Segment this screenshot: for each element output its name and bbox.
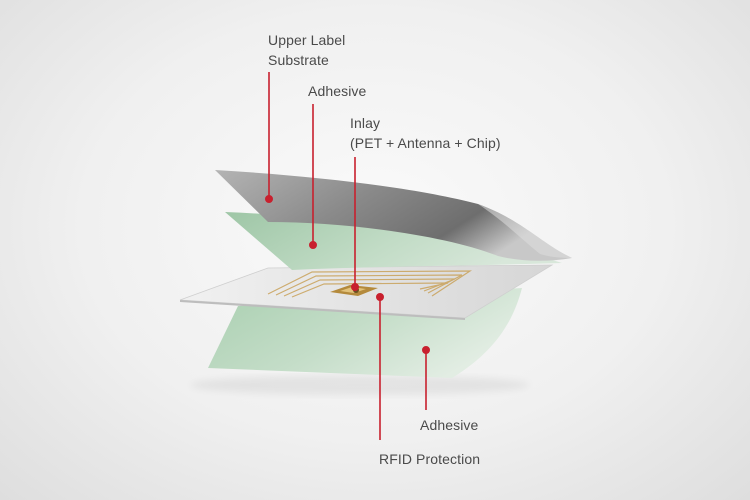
label-adhesive-bottom: Adhesive [420, 417, 479, 433]
label-inlay-line1: Inlay [350, 115, 381, 131]
antenna-traces [267, 270, 473, 298]
leader-dot-adhesive-top [308, 241, 317, 250]
stack-shadow [190, 375, 530, 395]
substrate-curl-highlight [478, 204, 572, 258]
leader-dot-upper-substrate [264, 195, 273, 204]
label-inlay: Inlay (PET + Antenna + Chip) [350, 113, 501, 153]
top-adhesive-layer [225, 212, 562, 270]
upper-substrate-layer [215, 170, 572, 261]
label-upper-line2: Substrate [268, 52, 329, 68]
leader-dot-rfid-protection [375, 292, 384, 301]
inlay-sheet-edge [180, 300, 465, 320]
leader-dot-inlay [350, 282, 359, 291]
label-adhesive-top: Adhesive [308, 83, 367, 99]
leader-dot-adhesive-bottom [421, 345, 430, 354]
label-upper-substrate: Upper Label Substrate [268, 30, 345, 70]
label-rfid-protection: RFID Protection [379, 451, 481, 467]
label-inlay-line2: (PET + Antenna + Chip) [350, 135, 501, 151]
label-upper-line1: Upper Label [268, 32, 346, 48]
leader-lines [264, 72, 430, 440]
